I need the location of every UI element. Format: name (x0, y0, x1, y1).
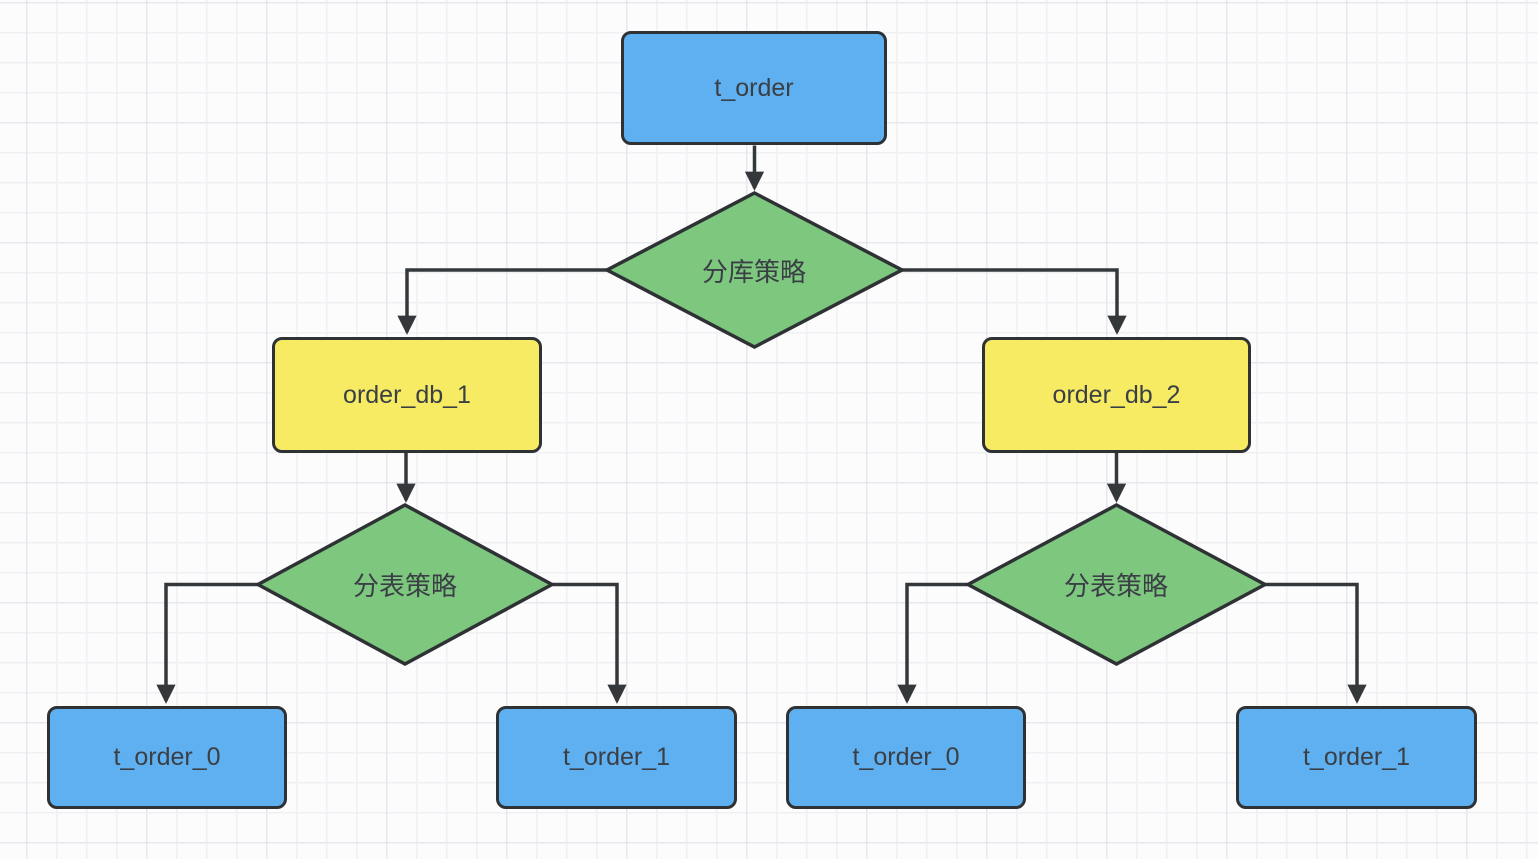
node-t-order: t_order (621, 31, 887, 145)
node-order-db-1: order_db_1 (272, 337, 542, 453)
connector-table-strategy-right-to-t-order-0 (897, 582, 968, 704)
connector-db-strategy-to-db2 (902, 268, 1127, 335)
node-db-sharding-strategy-diamond (603, 191, 906, 349)
node-db1-t-order-1: t_order_1 (496, 706, 737, 809)
node-order-db-2: order_db_2 (982, 337, 1251, 453)
connector-table-strategy-left-to-t-order-0 (156, 582, 258, 704)
node-table-sharding-strategy-right-diamond (964, 503, 1269, 666)
connector-db-strategy-to-db1 (397, 268, 607, 335)
node-table-sharding-strategy-left-diamond (254, 503, 556, 666)
node-db1-t-order-0: t_order_0 (47, 706, 287, 809)
node-db2-t-order-0: t_order_0 (786, 706, 1026, 809)
node-db2-t-order-1: t_order_1 (1236, 706, 1477, 809)
connector-table-strategy-right-to-t-order-1 (1265, 582, 1367, 704)
connector-table-strategy-left-to-t-order-1 (552, 582, 627, 704)
